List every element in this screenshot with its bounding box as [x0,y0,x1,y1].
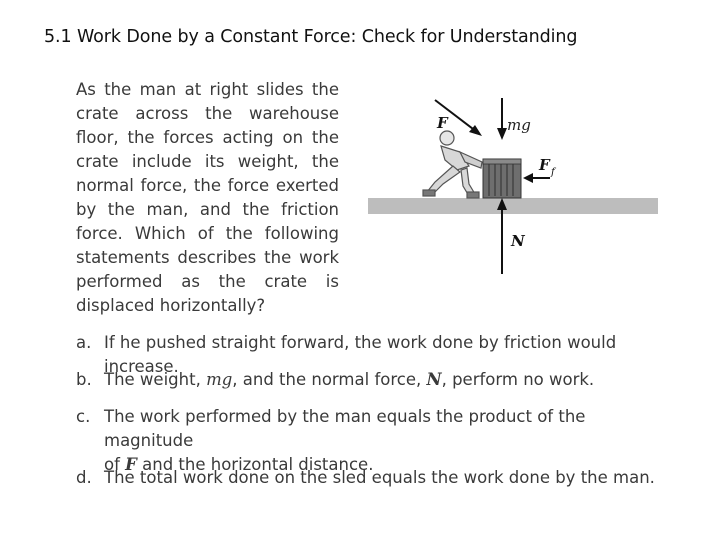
option-b-post: , perform no work. [441,370,595,389]
force-F-arrow [434,99,482,136]
crate [482,158,522,199]
option-c-letter: c. [76,407,91,426]
option-c-text: The work performed by the man equals the… [104,405,676,477]
option-b-pre: The weight, [104,370,207,389]
label-mg: mg [507,116,531,134]
friction-arrow [523,173,550,183]
normal-force-arrow [497,198,507,274]
option-a-letter: a. [76,333,92,352]
question-text: As the man at right slides the crate acr… [76,80,339,315]
label-F: F [436,114,449,132]
label-Ff: F [538,156,551,174]
option-c-pre2: of [104,455,126,474]
label-Ff-sub: f [550,167,557,178]
option-c-post2: and the horizontal distance. [136,455,374,474]
weight-arrow [497,98,507,140]
option-c[interactable]: c. The work performed by the man equals … [76,405,676,477]
option-d[interactable]: d. The total work done on the sled equal… [76,466,676,490]
option-b-symbol-mg: mg [206,370,233,389]
option-c-symbol-F: F [125,455,137,474]
option-b[interactable]: b. The weight, mg, and the normal force,… [76,368,676,392]
man-figure [422,130,483,199]
option-b-letter: b. [76,370,92,389]
option-c-line1: The work performed by the man equals the… [104,407,586,450]
force-diagram: F mg F f N [368,98,658,274]
option-b-mid: , and the normal force, [232,370,427,389]
floor [368,198,658,214]
option-b-symbol-N: N [426,370,442,389]
option-b-text: The weight, mg, and the normal force, N,… [104,368,676,392]
option-d-text: The total work done on the sled equals t… [104,468,655,487]
option-a-text: If he pushed straight forward, the work … [104,333,617,376]
option-a[interactable]: a. If he pushed straight forward, the wo… [76,331,676,379]
page-title: 5.1 Work Done by a Constant Force: Check… [44,27,578,47]
label-N: N [510,232,526,250]
option-d-letter: d. [76,468,92,487]
